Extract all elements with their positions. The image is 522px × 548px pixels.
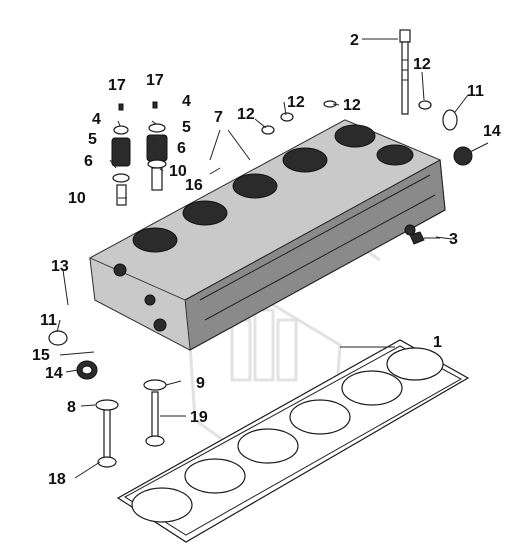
callout-10-right: 10 (169, 163, 187, 180)
callout-2: 2 (350, 32, 359, 49)
callout-12-a: 12 (237, 106, 255, 123)
seal-rings (48, 109, 473, 380)
callout-15: 15 (32, 347, 50, 364)
side-bolt (409, 231, 440, 245)
callout-16: 16 (185, 177, 203, 194)
callout-1: 1 (433, 334, 442, 351)
valve-assembly-right (146, 101, 168, 191)
callout-17-right: 17 (146, 72, 164, 89)
cylinder-head (89, 119, 446, 351)
callout-6-left: 6 (84, 153, 93, 170)
callout-19: 19 (190, 409, 208, 426)
callout-4-right: 4 (182, 93, 191, 110)
callout-11-left: 11 (40, 312, 57, 329)
callout-3: 3 (449, 231, 458, 248)
leader-lines (56, 38, 489, 479)
callout-12-d: 12 (413, 56, 431, 73)
callout-10-left: 10 (68, 190, 86, 207)
callout-14-right: 14 (483, 123, 501, 140)
callout-7: 7 (214, 109, 223, 126)
head-gasket (116, 339, 470, 543)
callout-14-left: 14 (45, 365, 63, 382)
callout-9: 9 (196, 375, 205, 392)
callout-5-left: 5 (88, 131, 97, 148)
callout-8: 8 (67, 399, 76, 416)
valve-assembly-left (111, 103, 131, 206)
callout-13: 13 (51, 258, 69, 275)
callout-5-right: 5 (182, 119, 191, 136)
callout-18: 18 (48, 471, 66, 488)
head-bolt (399, 29, 411, 115)
callout-labels: 1 2 3 4 4 5 5 6 6 7 8 9 10 10 11 11 12 1… (32, 32, 501, 488)
callout-12-c: 12 (343, 97, 361, 114)
plugs (261, 100, 432, 135)
callout-4-left: 4 (92, 111, 101, 128)
valve-cover-bosses (132, 124, 414, 253)
intake-valve (143, 379, 167, 447)
callout-6-right: 6 (177, 140, 186, 157)
callout-11-right: 11 (467, 83, 484, 100)
exhaust-valve (95, 399, 119, 468)
callout-17-left: 17 (108, 77, 126, 94)
callout-12-b: 12 (287, 94, 305, 111)
